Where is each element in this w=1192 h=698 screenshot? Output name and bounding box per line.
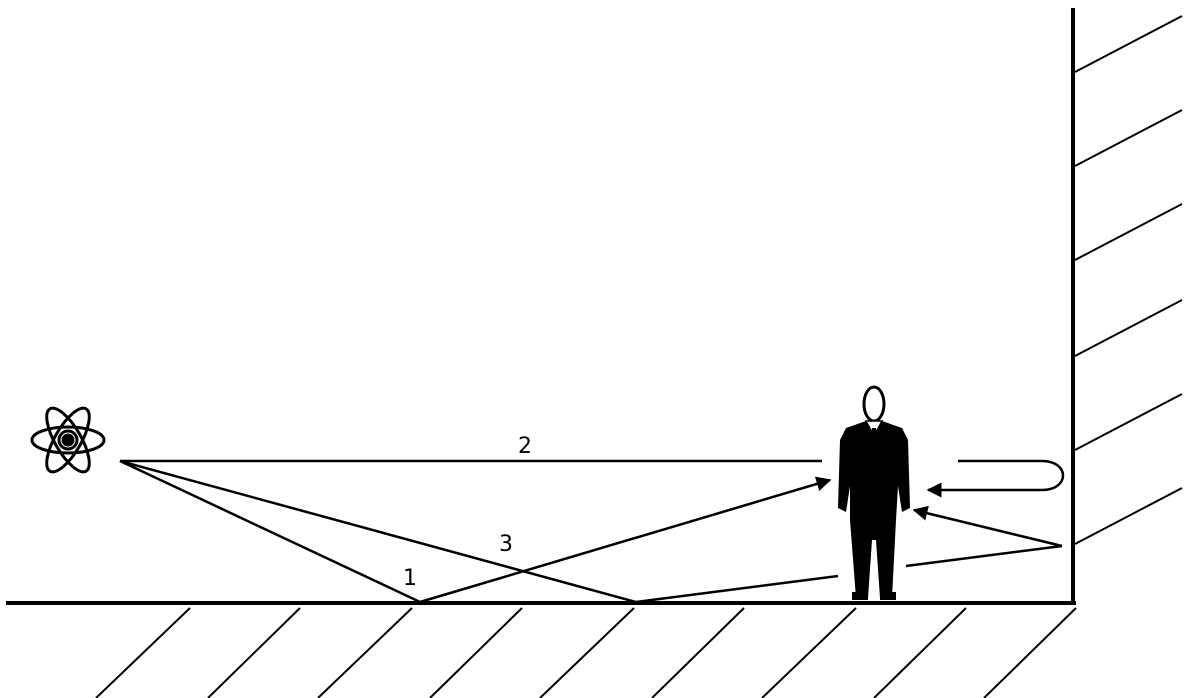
ground-hatching xyxy=(95,607,1077,698)
path-2-wall-backscatter xyxy=(926,459,1065,498)
path-2-label: 2 xyxy=(518,434,532,459)
atom-radiation-source-icon xyxy=(30,406,106,474)
path-3-to-wall xyxy=(905,544,1063,568)
wall-hatching xyxy=(1074,15,1183,545)
ground xyxy=(6,601,1077,698)
wall xyxy=(1071,8,1183,603)
standing-man-in-suit-icon xyxy=(838,385,910,600)
person-head xyxy=(862,385,886,423)
path-1-reflected-ray xyxy=(419,476,832,604)
path-3-label: 3 xyxy=(499,532,513,557)
path-1-incident-ray xyxy=(119,459,421,604)
path-3-ground-to-person xyxy=(635,574,839,604)
ray-paths xyxy=(119,459,1065,604)
path-1-label: 1 xyxy=(403,566,417,591)
path-3-wall-to-person xyxy=(912,505,1063,548)
path-3-incident-ray xyxy=(119,459,637,604)
person-body xyxy=(838,421,910,598)
